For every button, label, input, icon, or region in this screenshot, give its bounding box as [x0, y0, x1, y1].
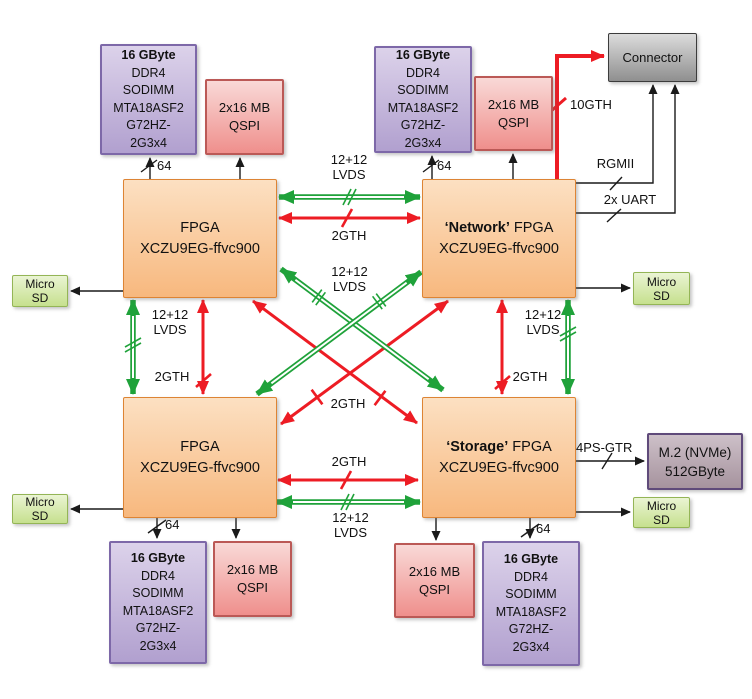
label-rgmii: RGMII	[596, 156, 635, 171]
label-2gth-top: 2GTH	[331, 228, 367, 243]
label-64-bottom-left: 64	[165, 517, 180, 532]
label-2gth-bottom: 2GTH	[331, 454, 367, 469]
label-psgtr: 4PS-GTR	[576, 440, 633, 455]
ddr4-box-bottom-right: 16 GByte DDR4 SODIMM MTA18ASF2 G72HZ- 2G…	[482, 541, 580, 666]
qspi-box-top-right: 2x16 MB QSPI	[474, 76, 553, 151]
bus-uart	[576, 84, 680, 223]
label-2gth-diagonals: 2GTH	[330, 396, 366, 411]
qspi-box-top-left: 2x16 MB QSPI	[205, 79, 284, 155]
fpga-box-bottom-left: FPGA XCZU9EG-ffvc900	[123, 397, 277, 518]
link-lvds-right-vertical	[559, 299, 577, 395]
ddr4-box-bottom-left: 16 GByte DDR4 SODIMM MTA18ASF2 G72HZ- 2G…	[109, 541, 207, 664]
ddr4-box-top-right: 16 GByte DDR4 SODIMM MTA18ASF2 G72HZ- 2G…	[374, 46, 472, 153]
qspi-box-bottom-right: 2x16 MB QSPI	[394, 543, 475, 618]
fpga-box-top-left: FPGA XCZU9EG-ffvc900	[123, 179, 277, 298]
bus-64-bottom-left	[147, 518, 167, 539]
label-2gth-left: 2GTH	[154, 369, 190, 384]
m2-nvme-box: M.2 (NVMe) 512GByte	[647, 433, 743, 490]
connector-box: Connector	[608, 33, 697, 82]
micro-sd-box-right-bottom: Micro SD	[633, 497, 690, 528]
label-lvds-diagonals: 12+12 LVDS	[331, 264, 368, 294]
label-lvds-bottom: 12+12 LVDS	[332, 510, 369, 540]
label-2gth-right: 2GTH	[512, 369, 548, 384]
link-lvds-bottom-horizontal	[276, 493, 421, 511]
label-uart: 2x UART	[603, 192, 657, 207]
bus-rgmii	[576, 84, 658, 191]
ddr4-box-top-left: 16 GByte DDR4 SODIMM MTA18ASF2 G72HZ- 2G…	[100, 44, 197, 155]
label-64-bottom-right: 64	[536, 521, 551, 536]
link-lvds-top-horizontal	[278, 188, 421, 206]
bus-m2-psgtr	[576, 452, 645, 470]
link-2gth-bottom-horizontal	[277, 470, 419, 490]
fpga-box-network: ‘Network’ FPGA XCZU9EG-ffvc900	[422, 179, 576, 298]
bus-64-bottom-right	[520, 518, 540, 539]
link-2gth-right-vertical	[494, 299, 511, 395]
link-lvds-left-vertical	[124, 299, 142, 395]
micro-sd-box-left-top: Micro SD	[12, 275, 68, 307]
label-lvds-left: 12+12 LVDS	[151, 307, 189, 337]
link-2gth-left-vertical	[195, 299, 212, 395]
label-64-top-right: 64	[437, 158, 452, 173]
micro-sd-box-left-bottom: Micro SD	[12, 494, 68, 524]
label-10gth: 10GTH	[570, 97, 612, 112]
label-lvds-right: 12+12 LVDS	[524, 307, 562, 337]
link-2gth-top-horizontal	[278, 208, 421, 228]
label-lvds-top: 12+12 LVDS	[330, 152, 368, 182]
link-lvds-diagonal-network-bl	[255, 269, 423, 397]
bus-64-top-right	[422, 155, 440, 179]
micro-sd-box-right-top: Micro SD	[633, 272, 690, 305]
bus-64-top-left	[140, 157, 158, 179]
fpga-box-storage: ‘Storage’ FPGA XCZU9EG-ffvc900	[422, 397, 576, 518]
label-64-top-left: 64	[157, 158, 172, 173]
qspi-box-bottom-left: 2x16 MB QSPI	[213, 541, 292, 617]
